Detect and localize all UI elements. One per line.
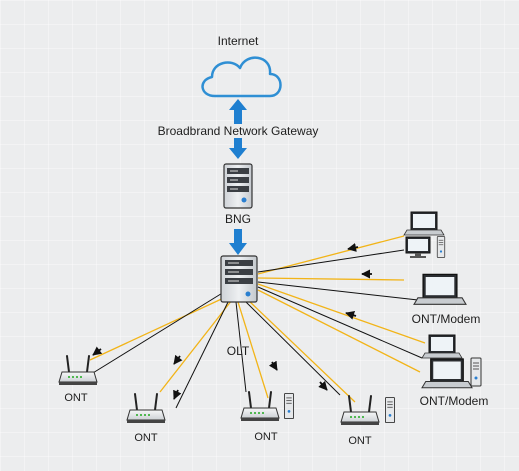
router-icon (240, 391, 280, 422)
ont-modem-label: ONT/Modem (420, 394, 489, 408)
bng-server-icon (223, 163, 253, 209)
pc-tower-icon (470, 357, 482, 387)
ont-label: ONT (134, 432, 158, 444)
fiber-lines (89, 235, 426, 403)
laptop-icon (403, 211, 445, 236)
downlink-arrow-icon (229, 229, 247, 255)
laptop-icon (421, 358, 473, 389)
ont-modem-label: ONT/Modem (412, 312, 481, 326)
ont-label: ONT (64, 392, 88, 404)
upload-arrow-icon (229, 99, 247, 124)
ont-label: ONT (254, 431, 278, 443)
pc-tower-icon (284, 392, 294, 420)
laptop-icon (413, 273, 467, 305)
router-icon (126, 393, 166, 424)
internet-label: Internet (218, 34, 259, 48)
olt-label: OLT (227, 344, 250, 358)
router-icon (58, 355, 98, 386)
laptop-icon (421, 334, 463, 359)
router-icon (340, 395, 380, 426)
pc-tower-icon (385, 396, 395, 424)
cloud-icon (201, 56, 282, 98)
downlink-arrow-icon (229, 138, 247, 159)
gateway-label: Broadbrand Network Gateway (158, 124, 319, 138)
direction-arrows (92, 242, 372, 400)
olt-server-icon (220, 255, 258, 303)
signal-lines (87, 249, 423, 409)
ont-label: ONT (348, 435, 372, 447)
pc-tower-icon (436, 236, 446, 258)
desktop-computer-icon (405, 236, 431, 258)
bng-label: BNG (225, 212, 251, 226)
